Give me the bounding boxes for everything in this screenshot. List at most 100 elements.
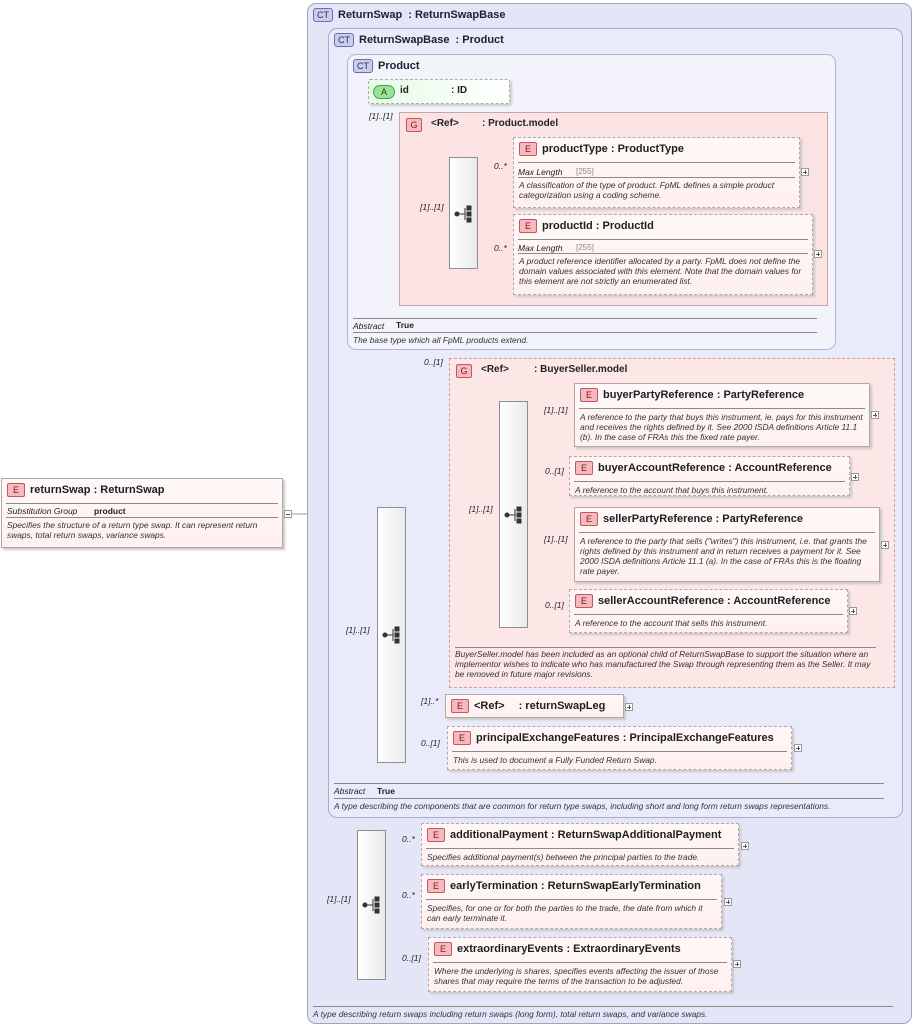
group-icon: G [456, 364, 472, 378]
group-name: : Product.model [482, 118, 559, 129]
element-documentation: Specifies additional payment(s) between … [427, 852, 700, 862]
element-type: : ProductType [610, 142, 684, 155]
expand-icon[interactable] [794, 744, 802, 752]
sequence-compositor[interactable] [449, 157, 478, 269]
element-type: : ProductId [595, 219, 654, 232]
element-type: : PartyReference [716, 388, 805, 401]
element-ref: <Ref> [474, 699, 505, 712]
type-name: ReturnSwap [338, 8, 403, 21]
base-type: : ReturnSwapBase [408, 8, 506, 21]
cardinality: [1]..* [421, 696, 439, 706]
element-name: returnSwap [30, 483, 91, 496]
element-type: : ExtraordinaryEvents [566, 942, 681, 955]
element-icon: E [519, 219, 537, 233]
cardinality: 0..[1] [545, 600, 564, 610]
complex-type-icon: CT [353, 59, 373, 73]
expand-icon[interactable] [881, 541, 889, 549]
sequence-icon [454, 205, 472, 223]
element-documentation: Specifies the structure of a return type… [7, 520, 258, 540]
sequence-compositor[interactable] [499, 401, 528, 628]
cardinality: 0..[1] [421, 738, 440, 748]
element-name: buyerAccountReference [598, 461, 726, 474]
sequence-icon [362, 896, 380, 914]
abstract-value: True [396, 320, 414, 330]
element-documentation: A product reference identifier allocated… [519, 256, 802, 286]
expand-icon[interactable] [741, 842, 749, 850]
element-documentation: A reference to the account that sells th… [575, 618, 768, 628]
cardinality: [1]..[1] [346, 625, 370, 635]
element-name: earlyTermination [450, 879, 538, 892]
element-icon: E [7, 483, 25, 497]
complex-type-icon: CT [334, 33, 354, 47]
element-name: : returnSwapLeg [518, 699, 606, 712]
element-icon: E [575, 594, 593, 608]
attribute-id[interactable]: A id : ID [368, 79, 510, 104]
sequence-compositor[interactable] [357, 830, 386, 980]
element-documentation: A reference to the party that sells ("wr… [580, 536, 867, 576]
expand-icon[interactable] [871, 411, 879, 419]
element-type: : AccountReference [727, 594, 831, 607]
element-icon: E [575, 461, 593, 475]
element-documentation: A reference to the party that buys this … [580, 412, 863, 442]
element-type: : PartyReference [715, 512, 803, 525]
cardinality: [1]..[1] [369, 111, 393, 121]
element-icon: E [451, 699, 469, 713]
element-icon: E [580, 512, 598, 526]
expand-icon[interactable] [625, 703, 633, 711]
element-name: additionalPayment [450, 828, 548, 841]
type-documentation: A type describing the components that ar… [334, 801, 831, 811]
element-name: principalExchangeFeatures [476, 731, 620, 744]
expand-icon[interactable] [724, 898, 732, 906]
element-name: productType [542, 142, 608, 155]
type-name: ReturnSwapBase [359, 33, 450, 46]
expand-icon[interactable] [733, 960, 741, 968]
element-icon: E [427, 879, 445, 893]
facet-value: [255] [576, 243, 594, 252]
element-name: sellerAccountReference [598, 594, 724, 607]
facet-label: Max Length [518, 167, 563, 177]
facet-value: [255] [576, 167, 594, 176]
expand-icon[interactable] [814, 250, 822, 258]
element-returnswapleg[interactable]: E <Ref> : returnSwapLeg [445, 694, 624, 718]
collapse-icon[interactable] [284, 510, 292, 518]
cardinality: 0..* [494, 243, 507, 253]
element-type: : AccountReference [728, 461, 832, 474]
element-icon: E [580, 388, 598, 402]
element-documentation: Where the underlying is shares, specifie… [434, 966, 719, 986]
cardinality: 0..[1] [402, 953, 421, 963]
sequence-compositor[interactable] [377, 507, 406, 763]
element-icon: E [519, 142, 537, 156]
abstract-value: True [377, 786, 395, 796]
sequence-icon [382, 626, 400, 644]
expand-icon[interactable] [849, 607, 857, 615]
element-icon: E [434, 942, 452, 956]
expand-icon[interactable] [851, 473, 859, 481]
abstract-label: Abstract [334, 786, 366, 796]
abstract-label: Abstract [353, 321, 385, 331]
cardinality: [1]..[1] [327, 894, 351, 904]
cardinality: 0..* [402, 834, 415, 844]
element-type: : ReturnSwapAdditionalPayment [550, 828, 722, 841]
attribute-name: id [400, 85, 409, 96]
type-documentation: The base type which all FpML products ex… [353, 335, 529, 345]
expand-icon[interactable] [801, 168, 809, 176]
element-icon: E [453, 731, 471, 745]
element-name: extraordinaryEvents [457, 942, 564, 955]
sequence-icon [504, 506, 522, 524]
element-documentation: Specifies, for one or for both the parti… [427, 903, 703, 923]
cardinality: 0..* [494, 161, 507, 171]
cardinality: [1]..[1] [544, 405, 568, 415]
element-documentation: A classification of the type of product.… [519, 180, 775, 200]
type-documentation: A type describing return swaps including… [313, 1009, 708, 1019]
